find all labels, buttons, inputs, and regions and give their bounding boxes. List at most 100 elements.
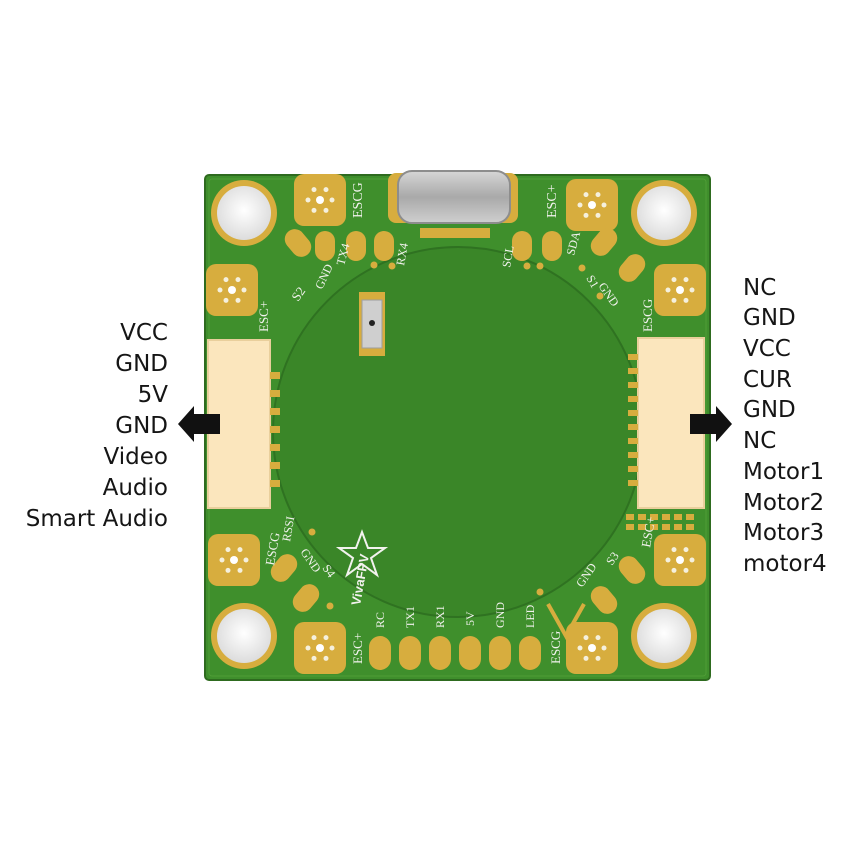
esc-pad-top-left-1 <box>294 174 346 226</box>
connector-pin <box>628 466 638 472</box>
fine-pitch-pad <box>674 514 682 520</box>
right-arrow-icon <box>690 406 732 442</box>
via <box>370 261 378 269</box>
fine-pitch-pad <box>674 524 682 530</box>
silk-escplus-tl: ESC+ <box>256 301 271 332</box>
usb-connector <box>388 170 518 238</box>
via <box>523 262 531 270</box>
silk-escg-bl: ESCG <box>262 531 283 566</box>
connector-pin <box>270 426 280 433</box>
via <box>596 292 604 300</box>
signal-pad <box>346 231 366 261</box>
left-pin-label: Video <box>103 444 168 470</box>
connector-pin <box>628 452 638 458</box>
connector-pin <box>270 444 280 451</box>
esc-pad-right-top <box>654 264 706 316</box>
fine-pitch-pad <box>662 514 670 520</box>
right-pin-label: GND <box>743 397 796 423</box>
left-arrow-icon <box>178 406 220 442</box>
mount-hole-bottom-left <box>211 603 277 669</box>
connector-pin <box>628 382 638 388</box>
signal-pad <box>618 254 646 282</box>
silk-escplus-top: ESC+ <box>545 184 560 218</box>
connector-pin <box>270 462 280 469</box>
boot-button <box>359 292 385 356</box>
silk-tx1: TX1 <box>403 606 417 628</box>
mount-hole-top-right <box>631 180 697 246</box>
signal-pad <box>512 231 532 261</box>
silk-sda: SDA <box>563 230 583 257</box>
connector-pin <box>628 396 638 402</box>
connector-pin <box>270 408 280 415</box>
silk-escplus-bl: ESC+ <box>350 633 365 664</box>
bottom-signal-pad <box>489 636 511 670</box>
silk-escplus-br: ESC+ <box>638 515 658 548</box>
left-pin-label: Smart Audio <box>25 506 168 532</box>
connector-pin <box>628 438 638 444</box>
connector-pin <box>628 354 638 360</box>
fine-pitch-pad <box>650 514 658 520</box>
right-pin-label: motor4 <box>743 551 827 577</box>
silk-scl: SCL <box>499 244 517 268</box>
signal-pad <box>270 554 298 582</box>
bottom-signal-pad <box>519 636 541 670</box>
silk-led: LED <box>523 604 537 628</box>
connector-pin <box>270 390 280 397</box>
esc-pad-bottom-right <box>566 622 618 674</box>
via <box>536 588 544 596</box>
connector-pin <box>628 424 638 430</box>
signal-pad <box>374 231 394 261</box>
via <box>388 262 396 270</box>
fine-pitch-pad <box>662 524 670 530</box>
right-pin-label: Motor3 <box>743 520 825 546</box>
fine-pitch-pad <box>638 514 646 520</box>
bottom-signal-pad <box>369 636 391 670</box>
left-pin-label: Audio <box>102 475 168 501</box>
signal-pad <box>618 556 646 584</box>
right-pin-label: NC <box>743 428 777 454</box>
esc-pad-left-bottom <box>208 534 260 586</box>
silk-rssi: RSSI <box>279 515 297 542</box>
via <box>536 262 544 270</box>
silk-gnd-bottom: GND <box>493 602 507 628</box>
silk-rx1: RX1 <box>433 605 447 628</box>
connector-pin <box>628 480 638 486</box>
v-marker <box>546 603 586 641</box>
esc-pad-left-top <box>206 264 258 316</box>
right-pin-label: NC <box>743 275 777 301</box>
connector-pin <box>628 368 638 374</box>
silk-escg-br: ESCG <box>548 631 563 664</box>
left-pin-label: GND <box>115 351 168 377</box>
signal-pad <box>542 231 562 261</box>
bottom-signal-pad <box>429 636 451 670</box>
right-pin-label: GND <box>743 305 796 331</box>
bottom-signal-pad <box>399 636 421 670</box>
silk-escg-tr: ESCG <box>640 299 655 332</box>
silk-escg-top: ESCG <box>351 182 366 218</box>
connector-pin <box>270 480 280 487</box>
signal-pad <box>315 231 335 261</box>
left-pin-label: 5V <box>137 382 168 408</box>
fine-pitch-pad <box>686 514 694 520</box>
right-pin-label: Motor2 <box>743 490 825 516</box>
connector-pin <box>628 410 638 416</box>
left-pin-label: GND <box>115 413 168 439</box>
via <box>578 264 586 272</box>
silk-rx4: RX4 <box>393 242 411 267</box>
fine-pitch-pad <box>638 524 646 530</box>
right-pin-label: VCC <box>743 336 791 362</box>
left-pin-label: VCC <box>120 320 168 346</box>
bottom-signal-pad <box>459 636 481 670</box>
fine-pitch-pad <box>626 524 634 530</box>
silk-5v: 5V <box>463 611 477 626</box>
silk-s1: S1 <box>583 273 601 291</box>
signal-pad <box>590 586 618 614</box>
mount-hole-bottom-right <box>631 603 697 669</box>
signal-pad <box>284 229 312 257</box>
right-pin-label: CUR <box>743 367 792 393</box>
esc-pad-bottom-left <box>294 622 346 674</box>
fine-pitch-pad <box>686 524 694 530</box>
esc-pad-top-right-1 <box>566 179 618 231</box>
